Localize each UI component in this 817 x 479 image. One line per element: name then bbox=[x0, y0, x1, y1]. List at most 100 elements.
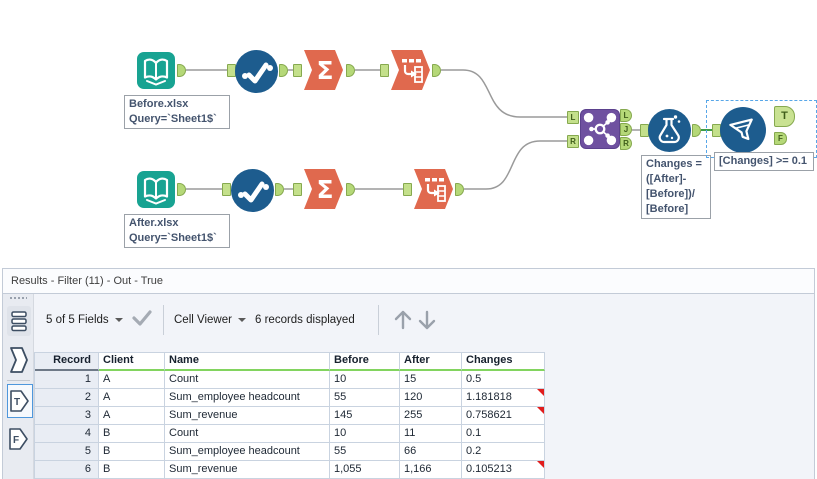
column-header-record[interactable]: Record bbox=[35, 353, 99, 371]
table-cell[interactable]: 0.105213 bbox=[462, 461, 545, 479]
tool-select-2[interactable] bbox=[231, 169, 274, 212]
table-cell[interactable]: 145 bbox=[330, 407, 400, 425]
tool-summarize-1[interactable]: Σ bbox=[302, 49, 345, 92]
column-header-before[interactable]: Before bbox=[330, 353, 400, 371]
anchor-input[interactable] bbox=[293, 183, 302, 196]
anchor-output[interactable] bbox=[455, 183, 464, 196]
table-cell[interactable]: Sum_revenue bbox=[165, 407, 330, 425]
anchor-output[interactable] bbox=[275, 183, 284, 196]
workflow-canvas[interactable]: Σ Before.xlsx Query=`Sheet1$` bbox=[0, 0, 817, 268]
fields-dropdown[interactable]: 5 of 5 Fields bbox=[46, 314, 123, 326]
table-cell[interactable]: 15 bbox=[400, 371, 462, 389]
beaker-icon bbox=[658, 115, 681, 144]
join-right-output-anchor[interactable]: R bbox=[620, 137, 632, 150]
anchor-output[interactable] bbox=[692, 124, 701, 137]
record-number-cell[interactable]: 2 bbox=[35, 389, 99, 407]
svg-text:F: F bbox=[13, 435, 19, 446]
column-header-name[interactable]: Name bbox=[165, 353, 330, 371]
column-header-client[interactable]: Client bbox=[99, 353, 165, 371]
tool-crosstab-2[interactable] bbox=[412, 168, 455, 211]
annotation-formula[interactable]: Changes = ([After]- [Before])/ [Before] bbox=[641, 155, 711, 219]
anchor-input[interactable] bbox=[380, 64, 389, 77]
sigma-icon: Σ bbox=[304, 169, 343, 209]
table-cell[interactable]: 255 bbox=[400, 407, 462, 425]
input-anchor-button[interactable] bbox=[7, 344, 31, 376]
column-header-changes[interactable]: Changes bbox=[462, 353, 545, 371]
results-panel-titlebar[interactable]: Results - Filter (11) - Out - True bbox=[2, 268, 815, 294]
annotation-filter[interactable]: [Changes] >= 0.1 bbox=[714, 152, 814, 171]
table-cell[interactable]: 0.758621 bbox=[462, 407, 545, 425]
join-left-output-anchor[interactable]: L bbox=[620, 109, 632, 122]
metadata-view-button[interactable] bbox=[7, 306, 31, 336]
tool-input-after[interactable] bbox=[137, 171, 175, 208]
join-left-input-anchor[interactable]: L bbox=[567, 111, 579, 124]
up-arrow-icon[interactable] bbox=[393, 307, 413, 331]
tool-select-1[interactable] bbox=[235, 50, 278, 93]
join-icon bbox=[583, 112, 617, 146]
anchor-output[interactable] bbox=[177, 64, 186, 77]
annotation-line: Changes = bbox=[646, 158, 702, 170]
record-number-cell[interactable]: 3 bbox=[35, 407, 99, 425]
table-cell[interactable]: 0.2 bbox=[462, 443, 545, 461]
table-cell[interactable]: 55 bbox=[330, 443, 400, 461]
connection-wire[interactable] bbox=[441, 69, 568, 118]
fields-dropdown-label: 5 of 5 Fields bbox=[46, 314, 109, 326]
cell-viewer-dropdown[interactable]: Cell Viewer bbox=[174, 314, 246, 326]
table-cell[interactable]: Count bbox=[165, 371, 330, 389]
anchor-input[interactable] bbox=[293, 64, 302, 77]
filter-true-anchor[interactable]: T bbox=[774, 106, 795, 127]
connection-wire[interactable] bbox=[464, 140, 568, 190]
table-cell[interactable]: 1.181818 bbox=[462, 389, 545, 407]
record-number-cell[interactable]: 1 bbox=[35, 371, 99, 389]
tool-formula[interactable] bbox=[648, 109, 691, 152]
checkmark-icon bbox=[242, 62, 273, 84]
table-cell[interactable]: A bbox=[99, 371, 165, 389]
table-cell[interactable]: A bbox=[99, 389, 165, 407]
tool-crosstab-1[interactable] bbox=[389, 49, 432, 92]
annotation-after[interactable]: After.xlsx Query=`Sheet1$` bbox=[124, 214, 230, 248]
table-cell[interactable]: 11 bbox=[400, 425, 462, 443]
anchor-output[interactable] bbox=[346, 183, 355, 196]
tool-summarize-2[interactable]: Σ bbox=[302, 168, 345, 211]
anchor-output[interactable] bbox=[177, 183, 186, 196]
table-cell[interactable]: Sum_revenue bbox=[165, 461, 330, 479]
record-number-cell[interactable]: 5 bbox=[35, 443, 99, 461]
annotation-before[interactable]: Before.xlsx Query=`Sheet1$` bbox=[124, 95, 230, 129]
table-cell[interactable]: Sum_employee headcount bbox=[165, 389, 330, 407]
table-cell[interactable]: 1,166 bbox=[400, 461, 462, 479]
join-right-input-anchor[interactable]: R bbox=[567, 135, 579, 148]
record-number-cell[interactable]: 6 bbox=[35, 461, 99, 479]
anchor-output[interactable] bbox=[432, 64, 441, 77]
table-cell[interactable]: Count bbox=[165, 425, 330, 443]
anchor-output[interactable] bbox=[279, 64, 288, 77]
drag-handle[interactable] bbox=[10, 297, 27, 299]
table-cell[interactable]: Sum_employee headcount bbox=[165, 443, 330, 461]
tool-filter[interactable] bbox=[720, 107, 766, 153]
table-cell[interactable]: 0.5 bbox=[462, 371, 545, 389]
table-cell[interactable]: B bbox=[99, 425, 165, 443]
anchor-input[interactable] bbox=[222, 183, 231, 196]
column-header-after[interactable]: After bbox=[400, 353, 462, 371]
table-cell[interactable]: 0.1 bbox=[462, 425, 545, 443]
table-cell[interactable]: B bbox=[99, 461, 165, 479]
table-cell[interactable]: 1,055 bbox=[330, 461, 400, 479]
down-arrow-icon[interactable] bbox=[417, 309, 437, 333]
table-cell[interactable]: B bbox=[99, 443, 165, 461]
table-cell[interactable]: A bbox=[99, 407, 165, 425]
table-cell[interactable]: 10 bbox=[330, 371, 400, 389]
false-output-anchor-button[interactable]: F bbox=[7, 424, 31, 454]
filter-false-anchor[interactable]: F bbox=[774, 132, 787, 145]
anchor-output[interactable] bbox=[346, 64, 355, 77]
table-cell[interactable]: 66 bbox=[400, 443, 462, 461]
tool-join[interactable] bbox=[580, 109, 620, 149]
record-number-cell[interactable]: 4 bbox=[35, 425, 99, 443]
join-join-output-anchor[interactable]: J bbox=[620, 123, 632, 136]
table-cell[interactable]: 55 bbox=[330, 389, 400, 407]
table-cell[interactable]: 120 bbox=[400, 389, 462, 407]
true-output-anchor-button[interactable]: T bbox=[7, 384, 33, 418]
table-cell[interactable]: 10 bbox=[330, 425, 400, 443]
check-all-icon[interactable] bbox=[131, 309, 153, 327]
tool-input-before[interactable] bbox=[137, 52, 175, 89]
anchor-input[interactable] bbox=[403, 183, 412, 196]
